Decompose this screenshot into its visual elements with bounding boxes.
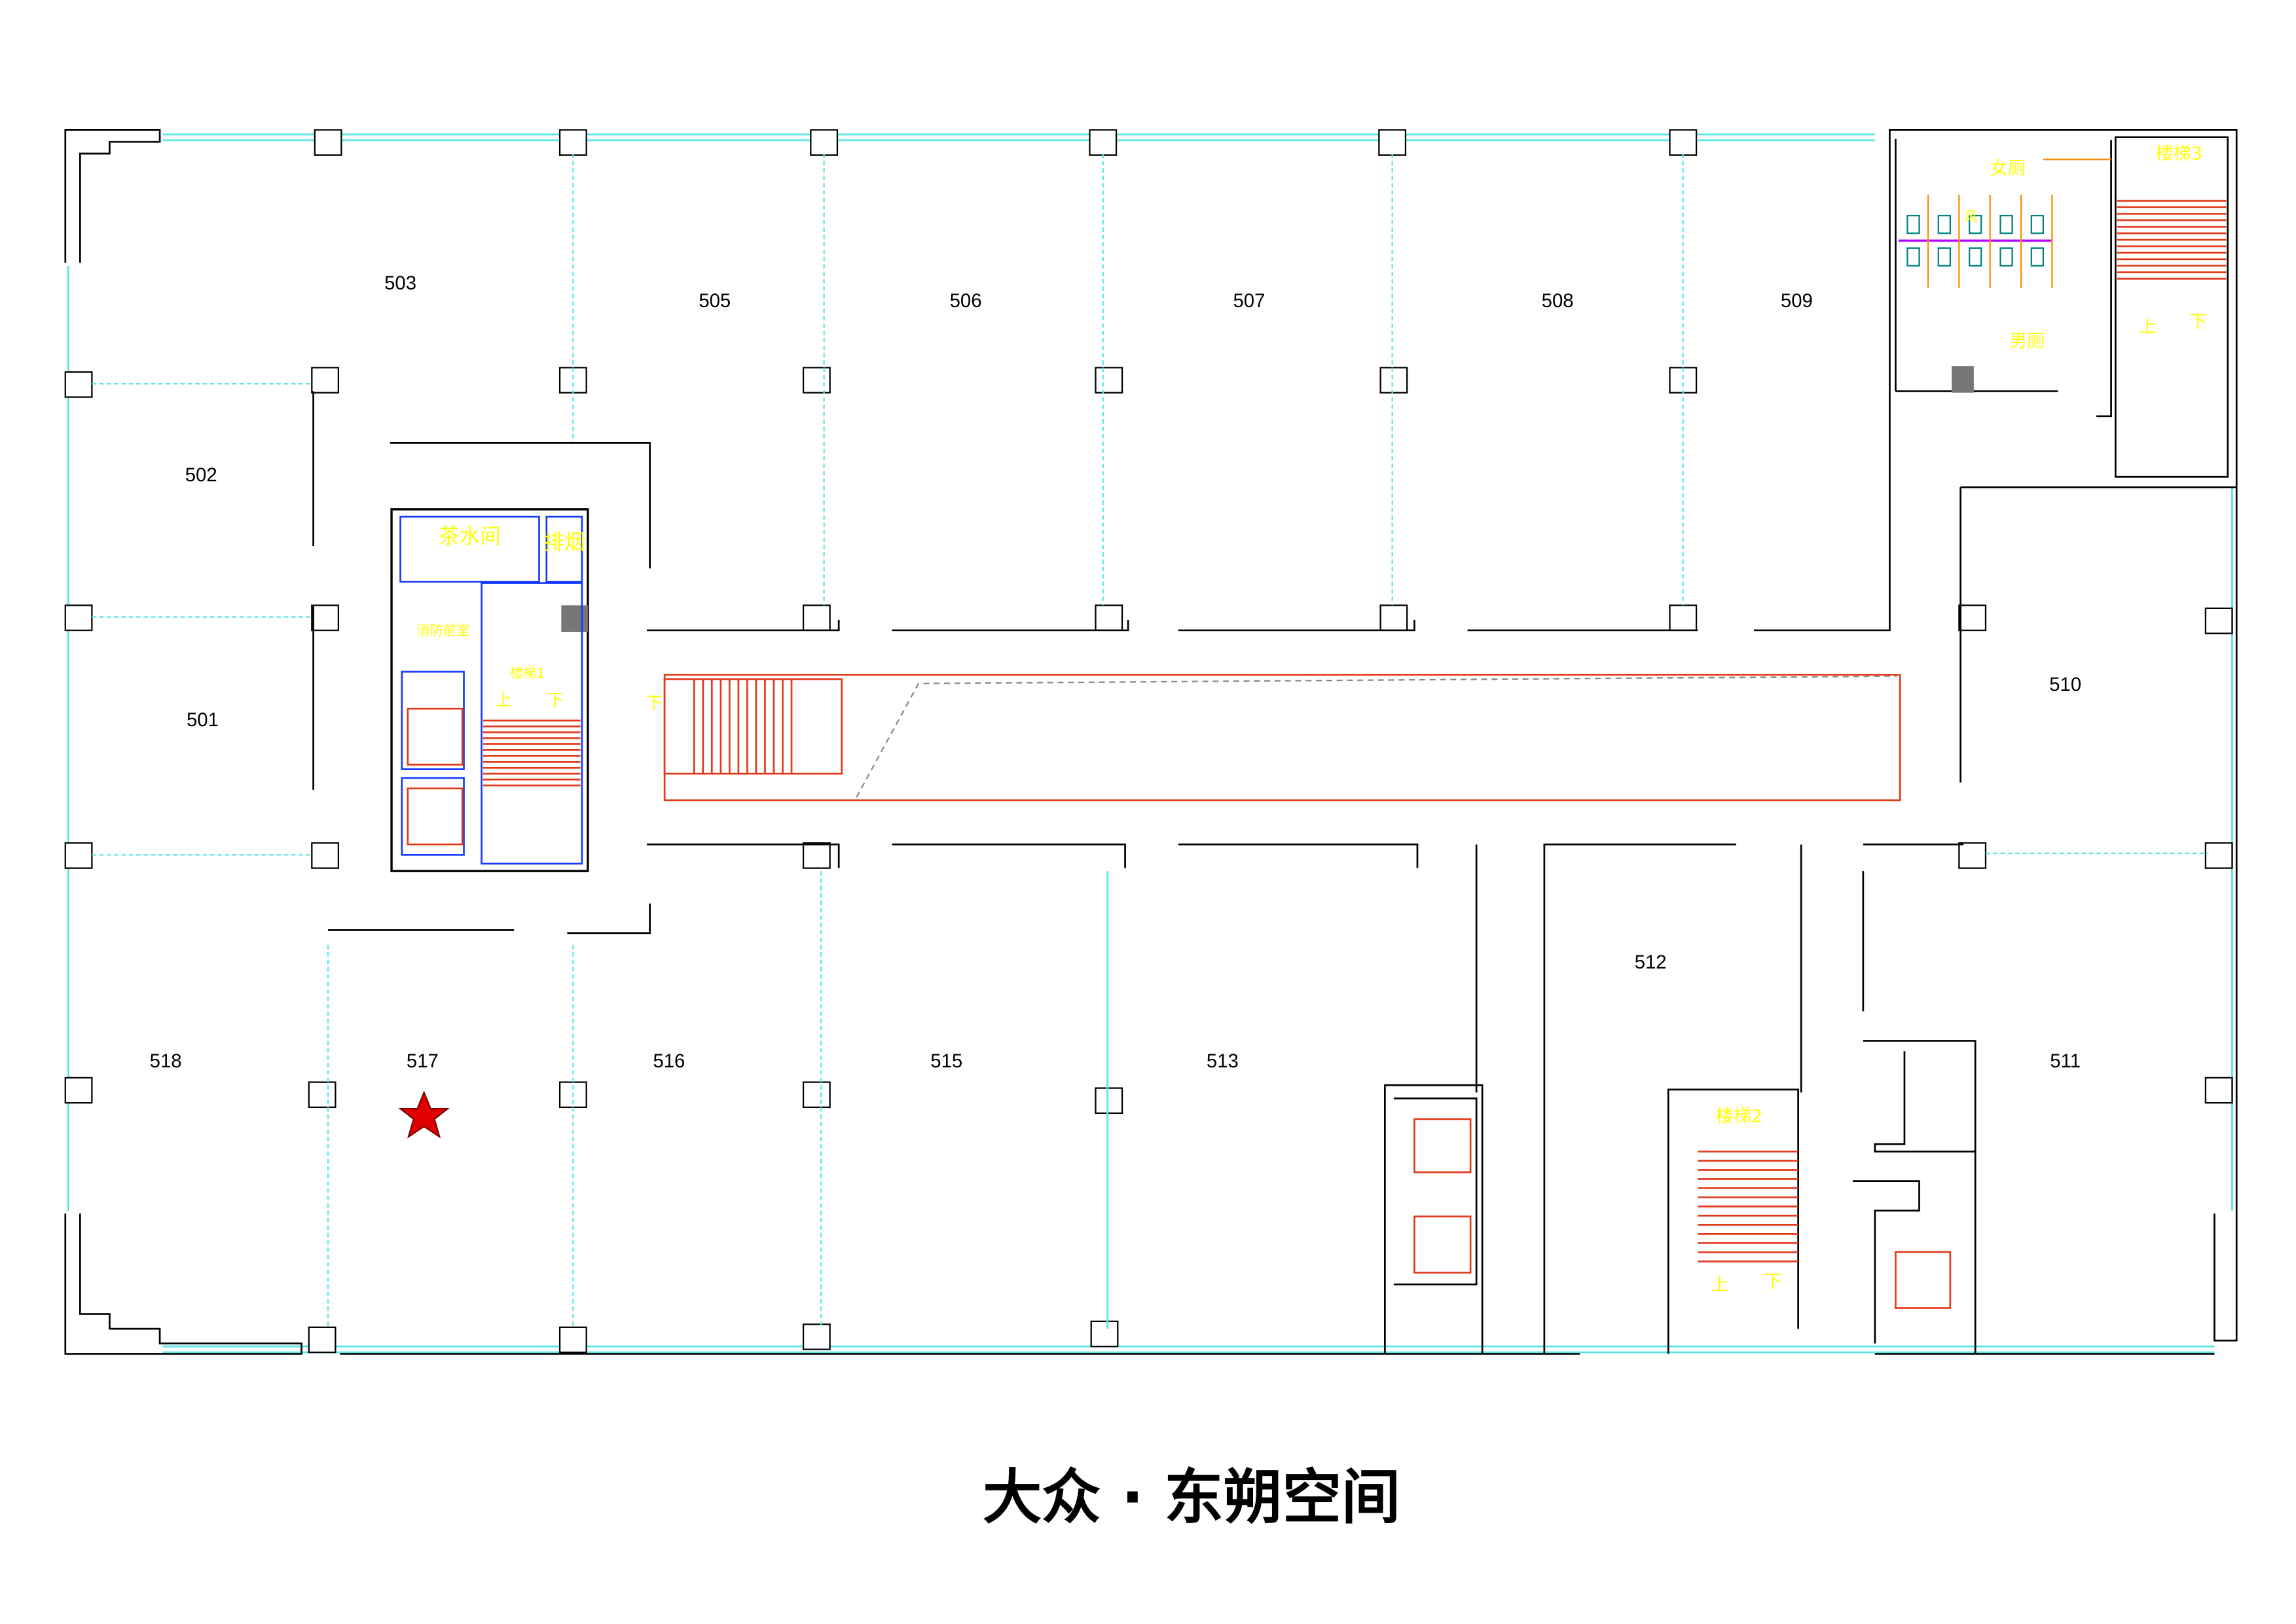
column	[802, 604, 831, 631]
column	[308, 1326, 337, 1354]
womens-wc-label: 女厕	[1990, 158, 2026, 179]
column	[1958, 842, 1987, 869]
wind-shaft-label: 风	[1964, 209, 1977, 225]
stair1-label: 楼梯1	[510, 665, 545, 681]
column	[311, 842, 340, 869]
column	[308, 1081, 337, 1109]
columns	[64, 129, 2233, 1354]
column	[314, 129, 342, 156]
core-lower: 楼梯2 上 下	[1393, 1051, 1976, 1344]
room-510[interactable]: 510	[2049, 674, 2081, 695]
column	[1095, 367, 1123, 394]
room-507[interactable]: 507	[1233, 290, 1265, 312]
partitions	[92, 153, 2209, 1329]
up-label: 上	[1711, 1274, 1729, 1295]
core-left: 茶水间 排烟 消防前室 楼梯1 上 下	[390, 508, 589, 872]
up-label: 上	[2139, 316, 2157, 337]
room-labels: 503 505 506 507 508 509 502 501 510 512 …	[150, 272, 2081, 1072]
down-label: 下	[547, 691, 564, 710]
down-label: 下	[2189, 312, 2207, 333]
outer-walls	[64, 129, 2238, 1355]
room-509[interactable]: 509	[1781, 290, 1813, 312]
room-501[interactable]: 501	[187, 709, 219, 731]
core-right: 女厕 男厕 风 楼梯3 上 下	[1895, 136, 2229, 478]
column	[64, 1077, 93, 1104]
stair3-label: 楼梯3	[2156, 143, 2202, 164]
room-513[interactable]: 513	[1207, 1050, 1239, 1072]
room-508[interactable]: 508	[1542, 290, 1574, 312]
column	[1095, 604, 1123, 631]
column	[2204, 842, 2233, 869]
column	[64, 604, 93, 631]
room-512[interactable]: 512	[1635, 951, 1667, 973]
stair2-label: 楼梯2	[1716, 1106, 1762, 1126]
room-517[interactable]: 517	[407, 1050, 439, 1072]
room-516[interactable]: 516	[653, 1050, 685, 1072]
column	[1669, 129, 1698, 156]
plan-title: 大众 · 东朔空间	[983, 1464, 1400, 1532]
tea-room-label: 茶水间	[439, 525, 501, 549]
column	[802, 1081, 831, 1109]
room-518[interactable]: 518	[150, 1050, 182, 1072]
room-515[interactable]: 515	[930, 1050, 962, 1072]
room-511[interactable]: 511	[2050, 1050, 2081, 1072]
room-502[interactable]: 502	[185, 464, 217, 486]
mens-wc-label: 男厕	[2009, 331, 2045, 352]
fire-lobby-label: 消防前室	[416, 622, 469, 638]
column	[64, 842, 93, 869]
column	[311, 367, 340, 394]
column	[802, 367, 831, 394]
column	[1379, 604, 1408, 631]
column	[1090, 1320, 1119, 1348]
column	[2204, 607, 2233, 635]
column	[1089, 129, 1118, 156]
column	[1379, 367, 1408, 394]
column	[1958, 604, 1987, 631]
column	[1095, 1087, 1123, 1115]
column	[802, 842, 831, 869]
star-icon	[398, 1090, 450, 1139]
column	[810, 129, 839, 156]
down-label: 下	[646, 693, 663, 712]
column	[64, 371, 93, 398]
column	[558, 1326, 587, 1354]
column	[311, 604, 340, 631]
room-506[interactable]: 506	[950, 290, 982, 312]
column	[2204, 1077, 2233, 1104]
up-label: 上	[496, 691, 512, 710]
column	[1378, 129, 1407, 156]
atrium-void: 下	[646, 673, 1901, 802]
smoke-exhaust-label: 排烟	[543, 531, 585, 555]
room-503[interactable]: 503	[384, 272, 416, 294]
facade-glass	[67, 133, 2233, 1354]
column	[1669, 604, 1698, 631]
corridor-walls	[312, 140, 2237, 1354]
room-505[interactable]: 505	[699, 290, 731, 312]
column	[558, 129, 587, 156]
down-label: 下	[1764, 1272, 1782, 1292]
column	[802, 1323, 831, 1350]
